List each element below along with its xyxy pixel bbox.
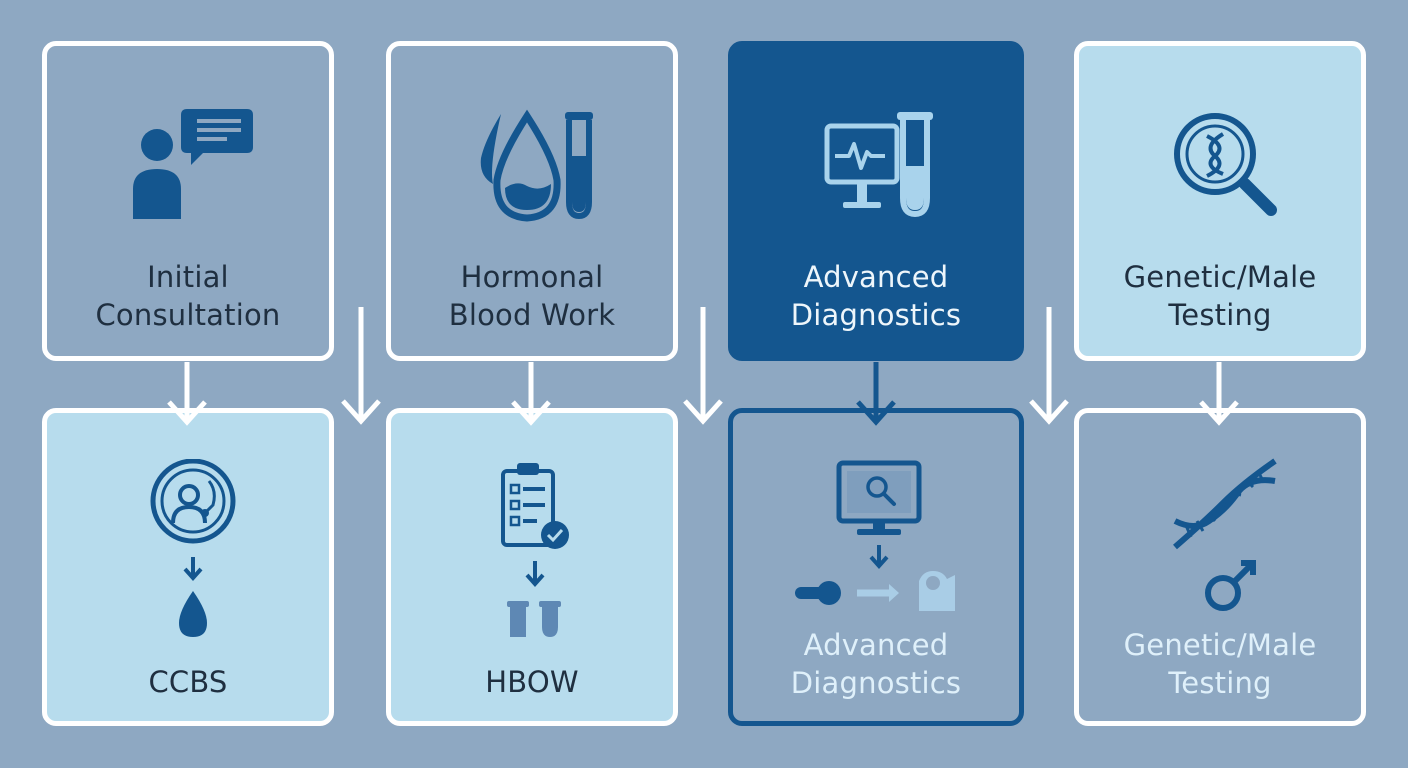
checklist-vials-icon [501,463,569,637]
card-label: HBOW [485,665,579,699]
dna-male-symbol-icon [1173,458,1277,611]
dna-magnifier-icon [1174,113,1277,216]
down-arrow-4 [1199,362,1239,426]
monitor-search-flow-icon [795,460,955,611]
patient-stethoscope-drop-icon [150,459,236,637]
gap-arrow-1 [341,307,381,425]
hbow-card: HBOW [386,408,678,726]
gap-arrow-3 [1029,307,1069,425]
monitor-test-tube-icon [824,112,933,218]
card-label: CCBS [148,665,228,699]
gap-arrow-2 [683,307,723,425]
consultation-icon [133,109,253,219]
down-arrow-2 [511,362,551,426]
down-arrow-1 [167,362,207,426]
down-arrow-3 [856,362,896,426]
ccbs-card: CCBS [42,408,334,726]
blood-drop-test-tube-icon [480,109,593,222]
